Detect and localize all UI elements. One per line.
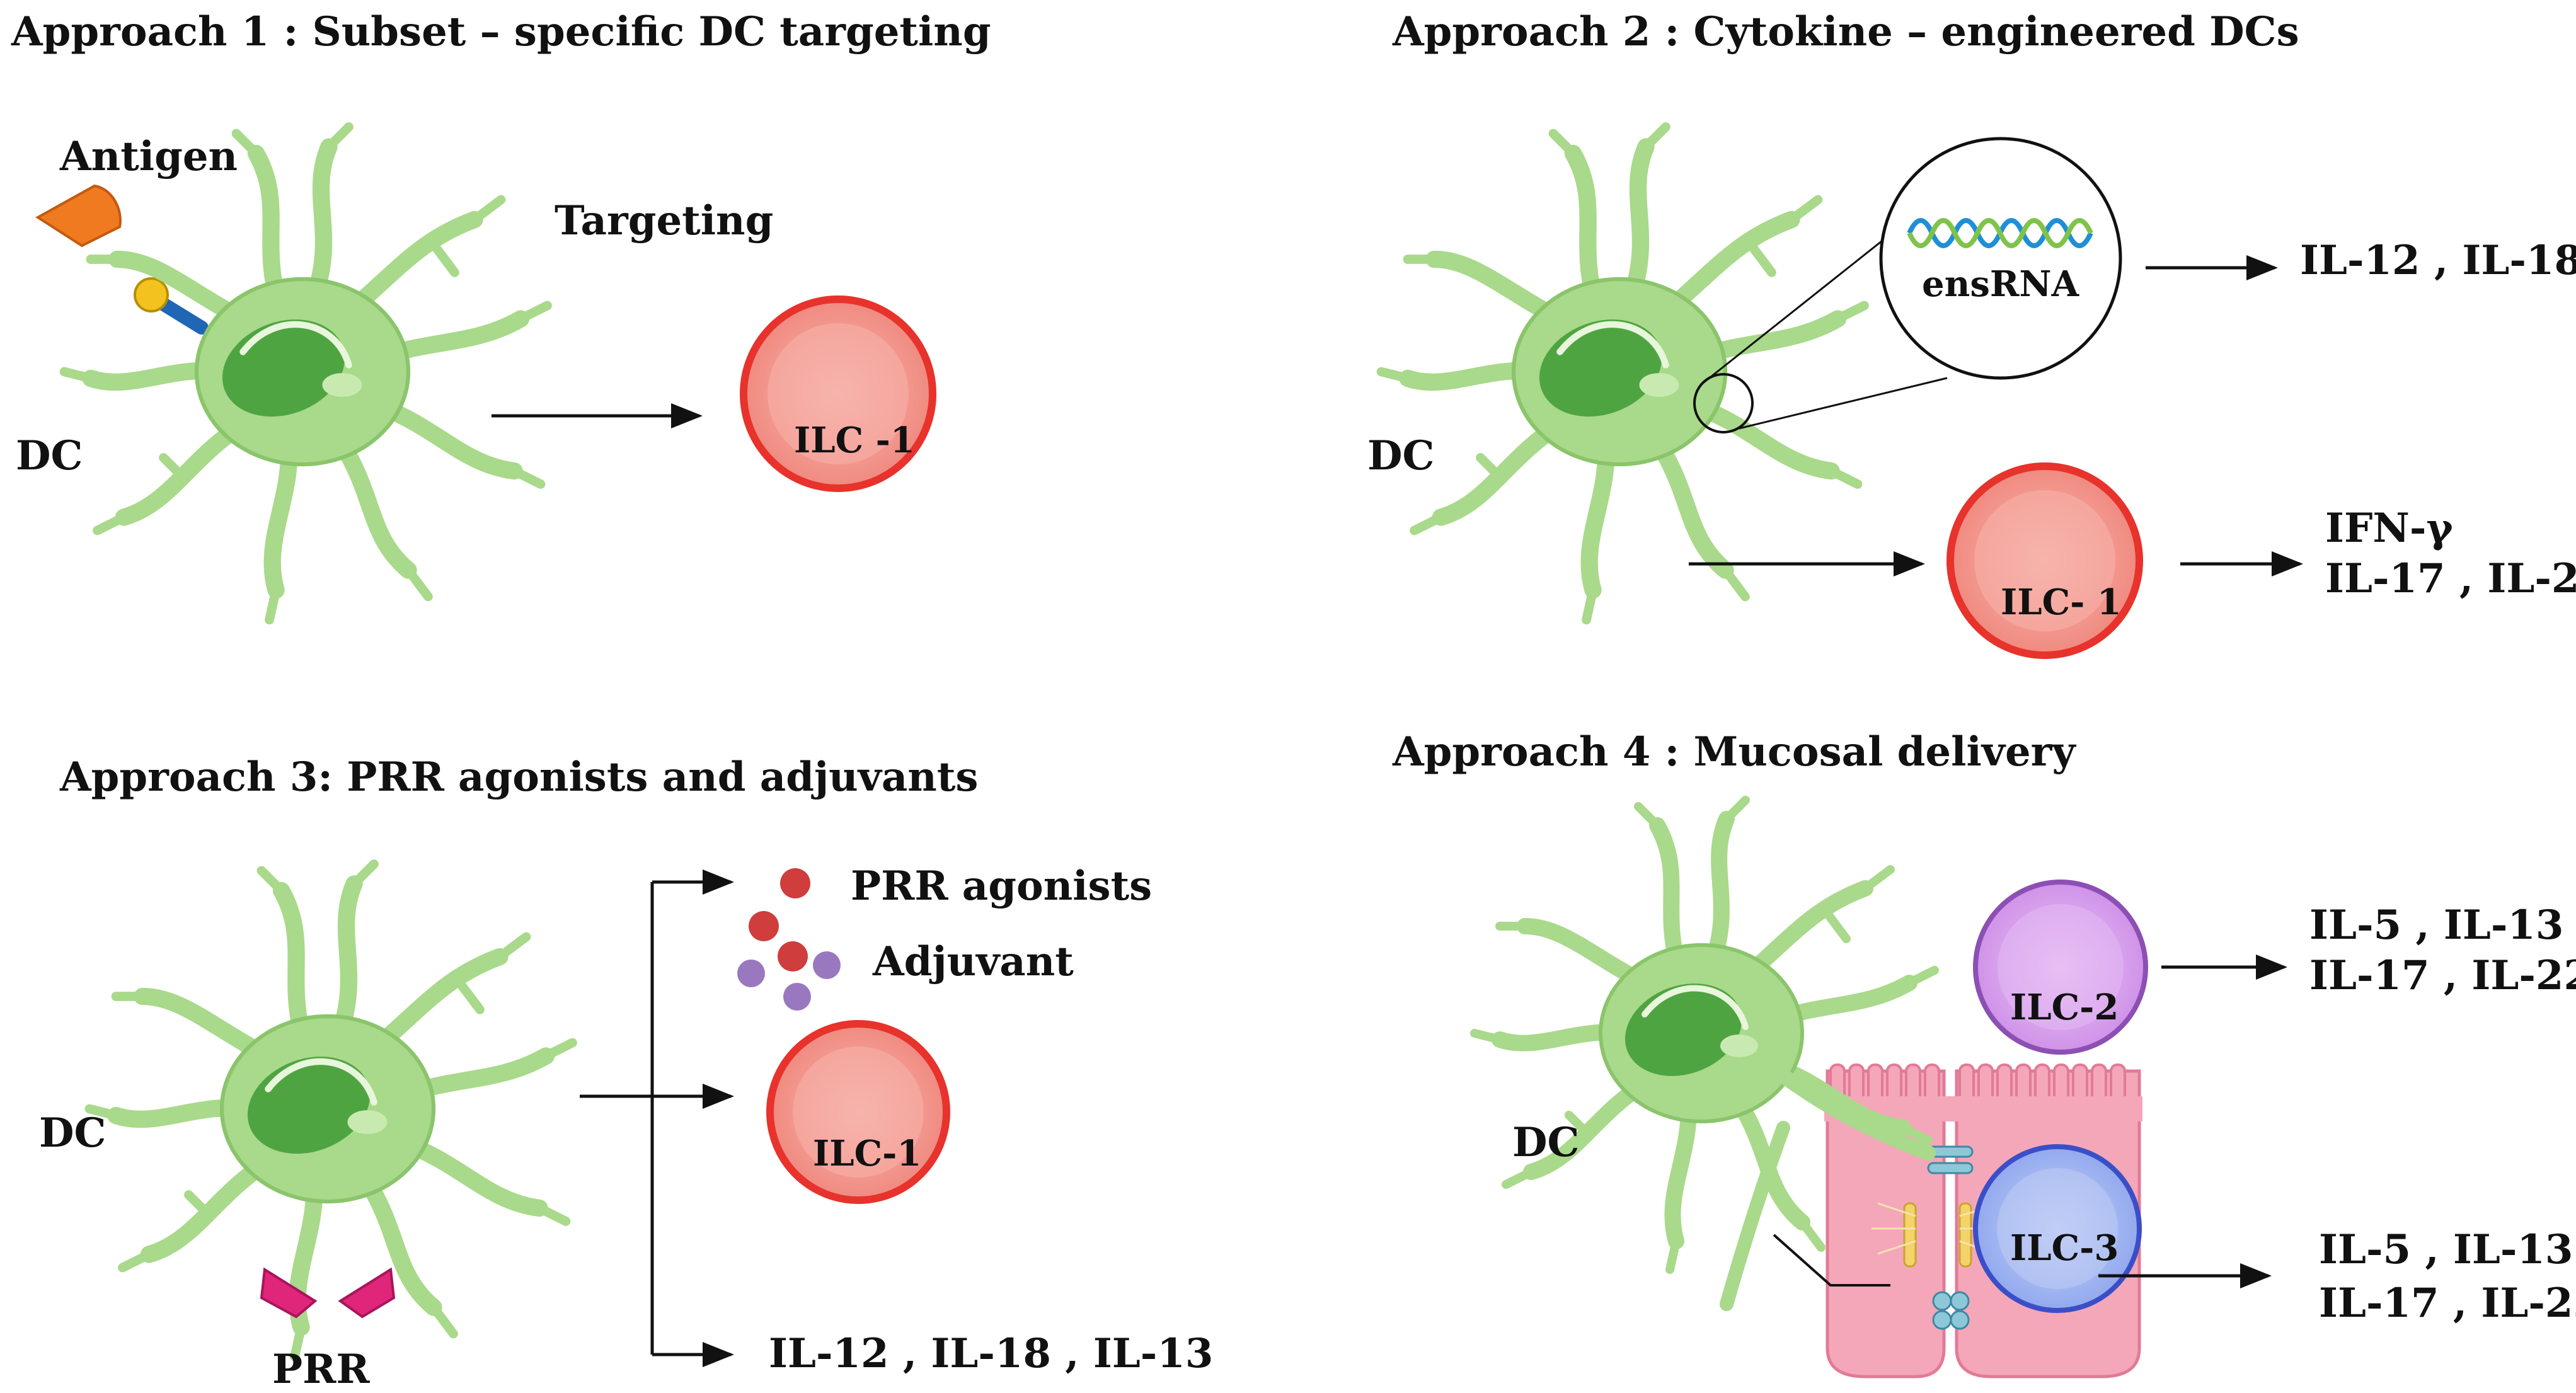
- dc-dendrite-into-epithelium: [1769, 1063, 1936, 1161]
- ilc3-output-line1: IL-5 , IL-13: [2319, 1226, 2573, 1273]
- approach-2-title: Approach 2 : Cytokine – engineered DCs: [1392, 8, 2299, 55]
- zoom-callout: [1693, 137, 2122, 433]
- targeting-label: Targeting: [555, 197, 773, 244]
- ilc2-output-line1: IL-5 , IL-13: [2309, 902, 2563, 949]
- approach-4-panel: Approach 4 : Mucosal delivery: [1392, 728, 2576, 1379]
- ilc1-label-3: ILC-1: [813, 1133, 921, 1174]
- ilc1-cell-2: [1946, 462, 2143, 659]
- prr-receptor-icon: [260, 1267, 396, 1319]
- prr-agonist-dots: [749, 868, 810, 972]
- approach-1-title: Approach 1 : Subset – specific DC target…: [11, 8, 991, 55]
- cytokines-top-label: IL-12 , IL-18: [2300, 237, 2576, 284]
- branch-arrows: [580, 869, 734, 1367]
- dc-label-2: DC: [1367, 432, 1434, 479]
- approach-3-title: Approach 3: PRR agonists and adjuvants: [59, 754, 978, 801]
- dc-label-1: DC: [16, 432, 83, 479]
- dendritic-cell-2: [1381, 127, 1865, 620]
- ilc1-output-line1: IFN-γ: [2325, 505, 2453, 552]
- rna-helix-icon: [1907, 218, 2093, 248]
- dc-pointer-line: [1773, 1234, 1890, 1287]
- cytokines-bottom-label: IL-12 , IL-18 , IL-13: [769, 1330, 1213, 1377]
- ilc3-cell: [1973, 1144, 2142, 1313]
- approach-1-panel: Approach 1 : Subset – specific DC target…: [11, 8, 991, 620]
- antigen-label: Antigen: [59, 133, 238, 180]
- dc-dendrite-lower: [1720, 1121, 1790, 1311]
- approach-3-panel: Approach 3: PRR agonists and adjuvants D…: [39, 754, 1213, 1393]
- ilc1-output-line2: IL-17 , IL-22: [2325, 555, 2576, 602]
- dendritic-cell-1: [64, 127, 548, 620]
- dc-label-4: DC: [1512, 1119, 1579, 1166]
- approach-4-title: Approach 4 : Mucosal delivery: [1392, 728, 2076, 776]
- ilc1-label-1: ILC -1: [794, 420, 915, 461]
- ilc3-label: ILC-3: [2010, 1227, 2119, 1269]
- ilc2-label: ILC-2: [2010, 987, 2119, 1028]
- prr-label: PRR: [272, 1346, 370, 1393]
- ilc1-label-2: ILC- 1: [2001, 582, 2122, 623]
- receptor-icon: [134, 277, 209, 335]
- ilc1-cell-3: [766, 1020, 950, 1204]
- ilc2-cell: [1973, 880, 2148, 1055]
- dc-label-3: DC: [39, 1109, 106, 1157]
- ilc3-output-line2: IL-17 , IL-22: [2319, 1280, 2576, 1327]
- adjuvant-label: Adjuvant: [872, 938, 1074, 985]
- ilc2-output-line2: IL-17 , IL-22: [2309, 952, 2576, 999]
- antigen-icon: [35, 184, 122, 248]
- prr-agonists-label: PRR agonists: [851, 863, 1152, 910]
- adjuvant-dots: [737, 951, 841, 1011]
- ensrna-label: ensRNA: [1922, 263, 2080, 305]
- ilc1-cell-1: [740, 295, 936, 492]
- approach-2-panel: Approach 2 : Cytokine – engineered DCs D…: [1367, 8, 2576, 659]
- dendritic-cell-3: [89, 864, 573, 1357]
